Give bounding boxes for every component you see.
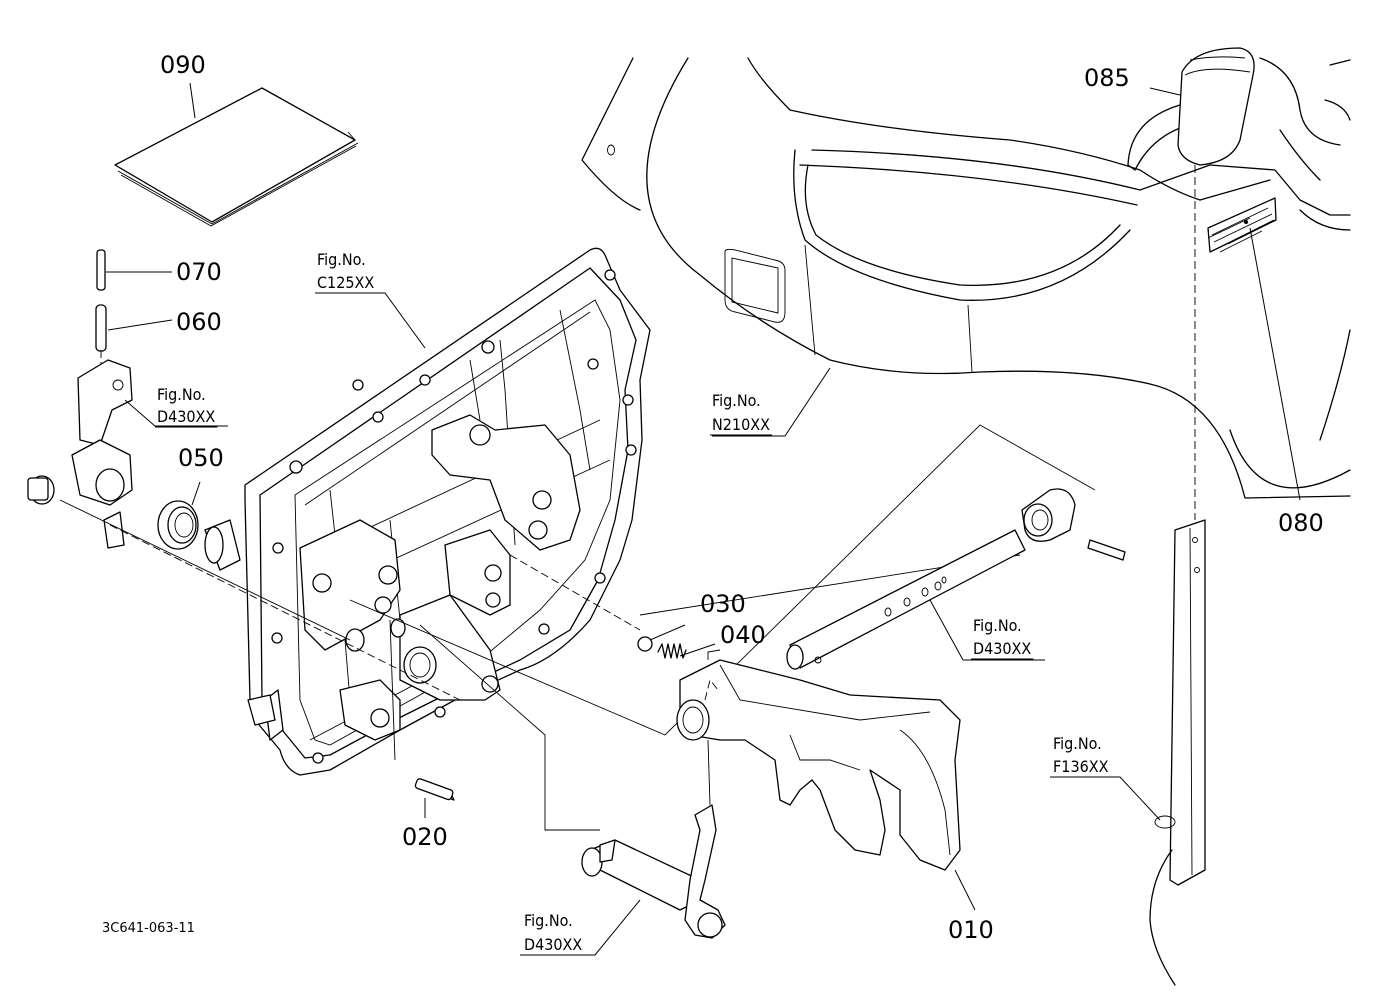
body-panel-drawing (581, 57, 1351, 499)
fig-ref-d430-left: Fig.No. D430XX (155, 385, 218, 428)
part-label-010: 010 (948, 916, 994, 944)
manual-090 (114, 87, 359, 227)
pin-020 (414, 778, 455, 801)
pin-070 (96, 249, 106, 291)
fig-ref-code: D430XX (973, 639, 1031, 658)
part-label-060: 060 (176, 308, 222, 336)
fig-ref-n210: Fig.No. N210XX (710, 391, 773, 436)
part-labels: 090 070 060 050 085 080 030 040 020 010 (160, 51, 1324, 944)
fig-ref-code: F136XX (1053, 757, 1109, 776)
fig-ref-f136: Fig.No. F136XX (1051, 734, 1111, 778)
fig-ref-label: Fig.No. (524, 911, 573, 930)
fig-ref-label: Fig.No. (973, 616, 1022, 635)
shift-fork-010 (676, 649, 961, 871)
part-label-080: 080 (1278, 509, 1324, 537)
spring-040 (657, 643, 687, 659)
part-label-040: 040 (720, 621, 766, 649)
part-label-085: 085 (1084, 64, 1130, 92)
part-label-030: 030 (700, 590, 746, 618)
fig-ref-code: C125XX (317, 273, 374, 292)
fig-ref-code: N210XX (712, 415, 770, 434)
ball-030 (637, 636, 653, 652)
shift-arm-left (27, 359, 133, 549)
lever-knob-085 (1177, 47, 1255, 166)
part-label-020: 020 (402, 823, 448, 851)
part-label-090: 090 (160, 51, 206, 79)
fig-ref-label: Fig.No. (1053, 734, 1102, 753)
fig-ref-code: D430XX (524, 935, 582, 954)
pin-060 (95, 304, 107, 352)
shift-arm-lower (581, 739, 726, 939)
fig-ref-label: Fig.No. (157, 385, 206, 404)
drawing-code: 3C641-063-11 (102, 921, 195, 936)
decal-080 (1207, 197, 1277, 253)
fig-ref-c125: Fig.No. C125XX (315, 250, 377, 294)
fig-ref-d430-right: Fig.No. D430XX (971, 616, 1034, 660)
fig-ref-code: D430XX (157, 407, 215, 426)
fig-ref-label: Fig.No. (712, 391, 761, 410)
shift-shaft-right (786, 488, 1126, 670)
fig-ref-d430-bottom: Fig.No. D430XX (522, 911, 585, 956)
transmission-case (204, 247, 651, 776)
fig-ref-label: Fig.No. (317, 250, 366, 269)
part-label-070: 070 (176, 258, 222, 286)
oil-seal-050 (157, 500, 199, 550)
part-label-050: 050 (178, 444, 224, 472)
shift-rod-f136 (1149, 165, 1206, 986)
